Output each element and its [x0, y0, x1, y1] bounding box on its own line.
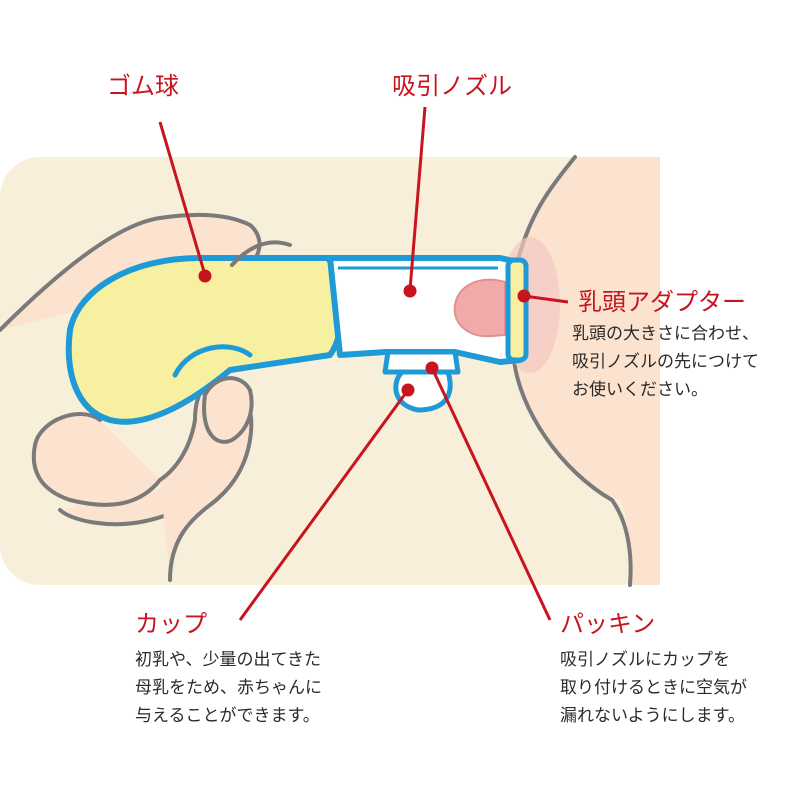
- desc-line: 初乳や、少量の出てきた: [135, 650, 321, 670]
- label-rubber-bulb: ゴム球: [107, 72, 179, 100]
- nipple-adapter: [505, 257, 529, 363]
- label-packing: パッキン: [560, 610, 656, 638]
- packing: [382, 349, 461, 375]
- desc-line: 吸引ノズルの先につけて: [572, 352, 759, 372]
- desc-line: 与えることができます。: [135, 706, 320, 726]
- bulb-thumb-crease: [172, 344, 253, 378]
- leader-lines: [158, 106, 569, 621]
- desc-nipple-adapter: 乳頭の大きさに合わせ、 吸引ノズルの先につけて お使いください。: [572, 320, 759, 404]
- desc-line: 取り付けるときに空気が: [560, 678, 747, 698]
- leader-bulb: [158, 121, 207, 276]
- leader-adapter-dot: [517, 289, 531, 303]
- desc-line: 乳頭の大きさに合わせ、: [572, 324, 759, 344]
- label-cup: カップ: [135, 610, 207, 638]
- leader-adapter: [523, 294, 569, 304]
- leader-bulb-dot: [198, 269, 212, 283]
- leader-cup-dot: [401, 383, 415, 397]
- desc-line: 吸引ノズルにカップを: [560, 650, 730, 670]
- desc-packing: 吸引ノズルにカップを 取り付けるときに空気が 漏れないようにします。: [560, 646, 747, 730]
- desc-cup: 初乳や、少量の出てきた 母乳をため、赤ちゃんに 与えることができます。: [135, 646, 322, 730]
- desc-line: 母乳をため、赤ちゃんに: [135, 678, 322, 698]
- desc-line: 漏れないようにします。: [560, 706, 745, 726]
- leader-nozzle-dot: [403, 284, 417, 298]
- index-finger: [230, 240, 292, 267]
- thumb: [202, 376, 254, 444]
- cup: [393, 369, 453, 413]
- leader-packing: [430, 367, 552, 621]
- leader-packing-dot: [425, 361, 439, 375]
- leader-cup: [238, 389, 410, 621]
- label-nipple-adapter: 乳頭アダプター: [578, 288, 746, 316]
- nipple: [453, 278, 506, 338]
- label-suction-nozzle: 吸引ノズル: [392, 72, 512, 100]
- leader-nozzle: [408, 106, 427, 291]
- desc-line: お使いください。: [572, 380, 708, 400]
